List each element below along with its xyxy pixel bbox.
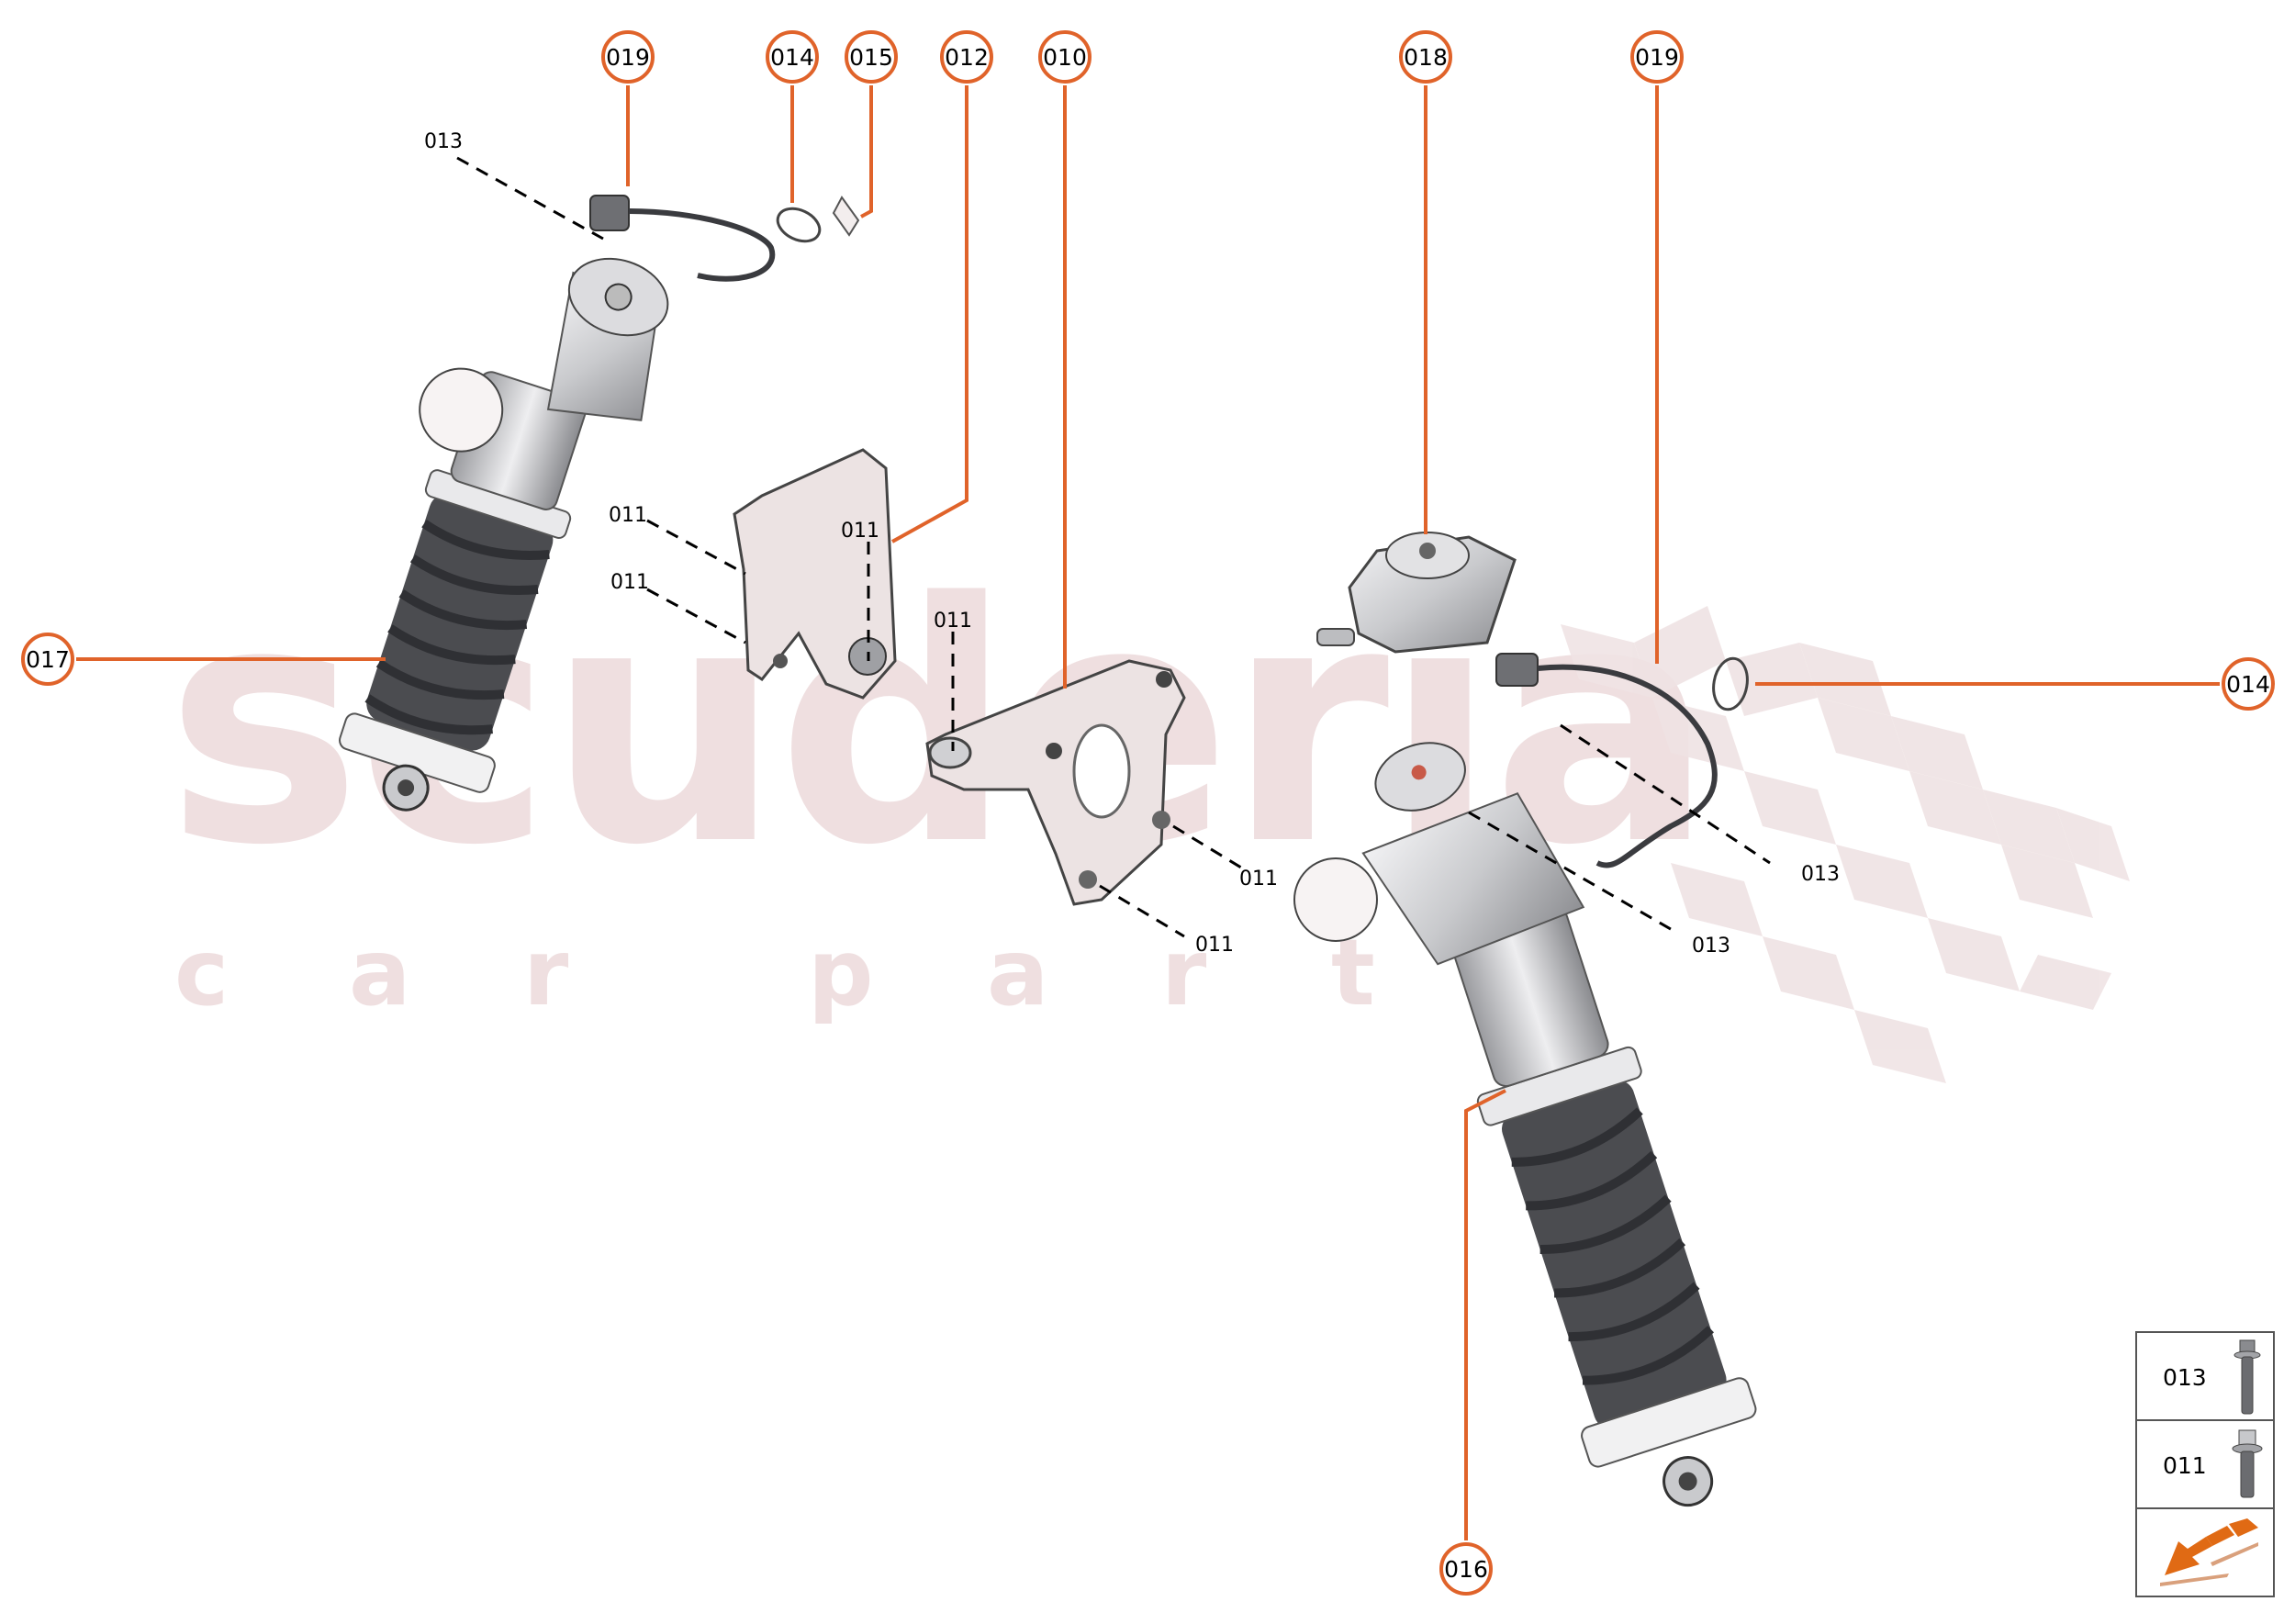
right-sensor-connector <box>1495 653 1718 868</box>
callout-015[interactable]: 015 <box>845 30 898 84</box>
ref-label-011: 011 <box>841 520 879 543</box>
ref-label-013: 013 <box>424 130 463 153</box>
long-flange-bolt-icon <box>2233 1339 2261 1415</box>
fastener-legend: 013 011 <box>2135 1331 2275 1597</box>
ref-label-011: 011 <box>609 504 647 527</box>
callout-019-right[interactable]: 019 <box>1630 30 1684 84</box>
callout-018[interactable]: 018 <box>1399 30 1452 84</box>
legend-row-013: 013 <box>2137 1333 2273 1421</box>
label-015 <box>832 196 860 237</box>
ref-label-013: 013 <box>1801 863 1840 886</box>
legend-label: 011 <box>2163 1452 2207 1479</box>
reference-dashed-lines <box>456 156 1771 938</box>
leader-lines <box>76 85 2220 1540</box>
clip-014 <box>776 207 822 243</box>
callout-019[interactable]: 019 <box>601 30 655 84</box>
callout-017[interactable]: 017 <box>21 633 74 686</box>
right-reservoir <box>1293 857 1378 942</box>
legend-label: 013 <box>2163 1364 2207 1391</box>
short-flange-bolt-icon <box>2232 1429 2263 1498</box>
left-sensor-connector <box>589 195 776 282</box>
legend-row-011: 011 <box>2137 1421 2273 1509</box>
right-shock-absorber <box>1361 742 1757 1507</box>
ref-label-013: 013 <box>1692 935 1730 958</box>
orientation-arrow-icon <box>2160 1518 2258 1586</box>
left-shock-absorber <box>339 257 669 812</box>
legend-row-orientation <box>2137 1509 2273 1596</box>
checkered-flag-watermark <box>1561 606 2130 1083</box>
bracket-010 <box>925 659 1186 906</box>
callout-012[interactable]: 012 <box>940 30 993 84</box>
callout-014[interactable]: 014 <box>766 30 819 84</box>
ref-label-011: 011 <box>1195 934 1234 957</box>
top-mount-018 <box>1316 532 1517 654</box>
ref-label-011: 011 <box>1239 868 1278 890</box>
callout-016[interactable]: 016 <box>1439 1542 1493 1596</box>
clip-014-right <box>1712 656 1749 711</box>
ref-label-011: 011 <box>610 571 649 594</box>
ref-label-011: 011 <box>934 610 972 633</box>
bracket-012 <box>733 448 897 700</box>
callout-010[interactable]: 010 <box>1038 30 1092 84</box>
callout-014-right[interactable]: 014 <box>2222 657 2275 711</box>
